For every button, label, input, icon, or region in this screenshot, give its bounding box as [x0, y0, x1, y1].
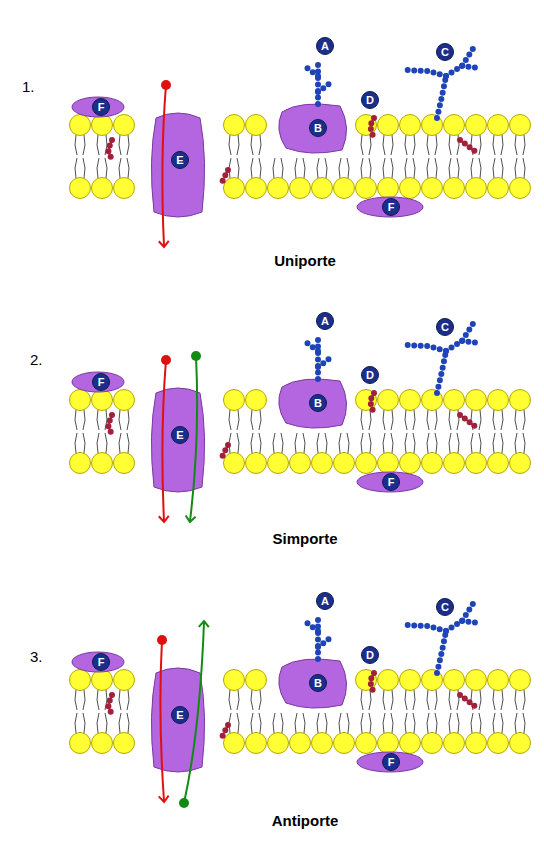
- callout-letter: C: [441, 47, 449, 58]
- panel-caption: Antiporte: [245, 812, 365, 829]
- callout-circle: F: [92, 373, 110, 391]
- callout-circle: E: [171, 426, 189, 444]
- callout-letter: E: [176, 430, 183, 441]
- panel-number: 3.: [30, 648, 43, 665]
- callout-circle: F: [92, 98, 110, 116]
- callout-letter: A: [321, 596, 329, 607]
- callout-letter: B: [314, 678, 322, 689]
- callout-circle: C: [436, 318, 454, 336]
- callout-circle: F: [382, 473, 400, 491]
- callout-letter: D: [366, 95, 374, 106]
- callout-circle: A: [316, 592, 334, 610]
- callout-letter: C: [441, 322, 449, 333]
- callout-circle: D: [361, 91, 379, 109]
- callout-letter: D: [366, 650, 374, 661]
- callout-circle: D: [361, 366, 379, 384]
- callout-letter: F: [388, 202, 395, 213]
- callout-circle: C: [436, 43, 454, 61]
- panel-number: 2.: [30, 351, 43, 368]
- callout-letter: B: [314, 398, 322, 409]
- callout-circle: E: [171, 706, 189, 724]
- panel-caption: Uniporte: [245, 252, 365, 269]
- callout-letter: F: [98, 102, 105, 113]
- callout-letter: A: [321, 316, 329, 327]
- callout-circle: A: [316, 312, 334, 330]
- panel-number: 1.: [22, 78, 35, 95]
- callout-circle: B: [309, 119, 327, 137]
- callout-circle: F: [382, 198, 400, 216]
- callout-circle: C: [436, 598, 454, 616]
- panel-caption: Simporte: [245, 530, 365, 547]
- callout-circle: D: [361, 646, 379, 664]
- callout-circle: E: [171, 151, 189, 169]
- callout-letter: F: [388, 477, 395, 488]
- callout-letter: E: [176, 155, 183, 166]
- callout-letter: C: [441, 602, 449, 613]
- callout-circle: F: [382, 753, 400, 771]
- callout-circle: B: [309, 394, 327, 412]
- callout-letter: B: [314, 123, 322, 134]
- callout-letter: F: [98, 657, 105, 668]
- callout-letter: E: [176, 710, 183, 721]
- callout-letter: F: [388, 757, 395, 768]
- callout-circle: F: [92, 653, 110, 671]
- callout-letter: A: [321, 41, 329, 52]
- callout-circle: B: [309, 674, 327, 692]
- callout-letter: F: [98, 377, 105, 388]
- callout-letter: D: [366, 370, 374, 381]
- callout-circle: A: [316, 37, 334, 55]
